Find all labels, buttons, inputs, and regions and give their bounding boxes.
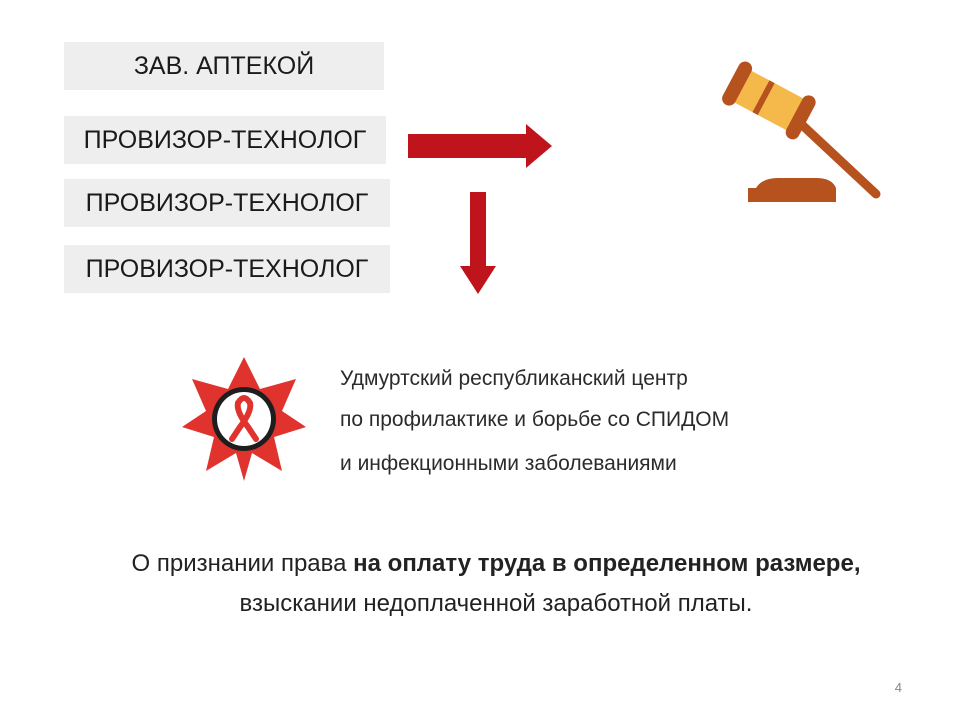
statement-text: взыскании недоплаченной заработной платы… [239,590,753,617]
role-label: ЗАВ. АПТЕКОЙ [133,51,315,80]
role-label: ПРОВИЗОР-ТЕХНОЛОГ [85,254,369,283]
gavel-icon [722,61,881,202]
organization-name-line: Удмуртский республиканский центр [340,367,688,390]
arrow-right-icon [408,124,552,168]
red-ribbon-emblem-icon [182,357,306,481]
role-box-pharmacist-technologist: ПРОВИЗОР-ТЕХНОЛОГ [64,179,390,227]
role-label: ПРОВИЗОР-ТЕХНОЛОГ [85,188,369,217]
organization-logo: Удмуртский республиканский центр по проф… [150,345,810,515]
organization-name-line: по профилактике и борьбе со СПИДОМ [340,408,730,431]
statement-text: О признании права [131,550,354,577]
role-box-pharmacist-technologist: ПРОВИЗОР-ТЕХНОЛОГ [64,116,386,164]
page-number: 4 [894,680,902,695]
role-box-head-of-pharmacy: ЗАВ. АПТЕКОЙ [64,42,384,90]
organization-name-line: и инфекционными заболеваниями [340,452,677,475]
role-box-pharmacist-technologist: ПРОВИЗОР-ТЕХНОЛОГ [64,245,390,293]
claim-statement: О признании права на оплату труда в опре… [96,544,896,624]
arrow-down-icon [460,192,496,294]
statement-bold-text: на оплату труда в определенном размере, [353,550,861,577]
role-label: ПРОВИЗОР-ТЕХНОЛОГ [83,125,367,154]
